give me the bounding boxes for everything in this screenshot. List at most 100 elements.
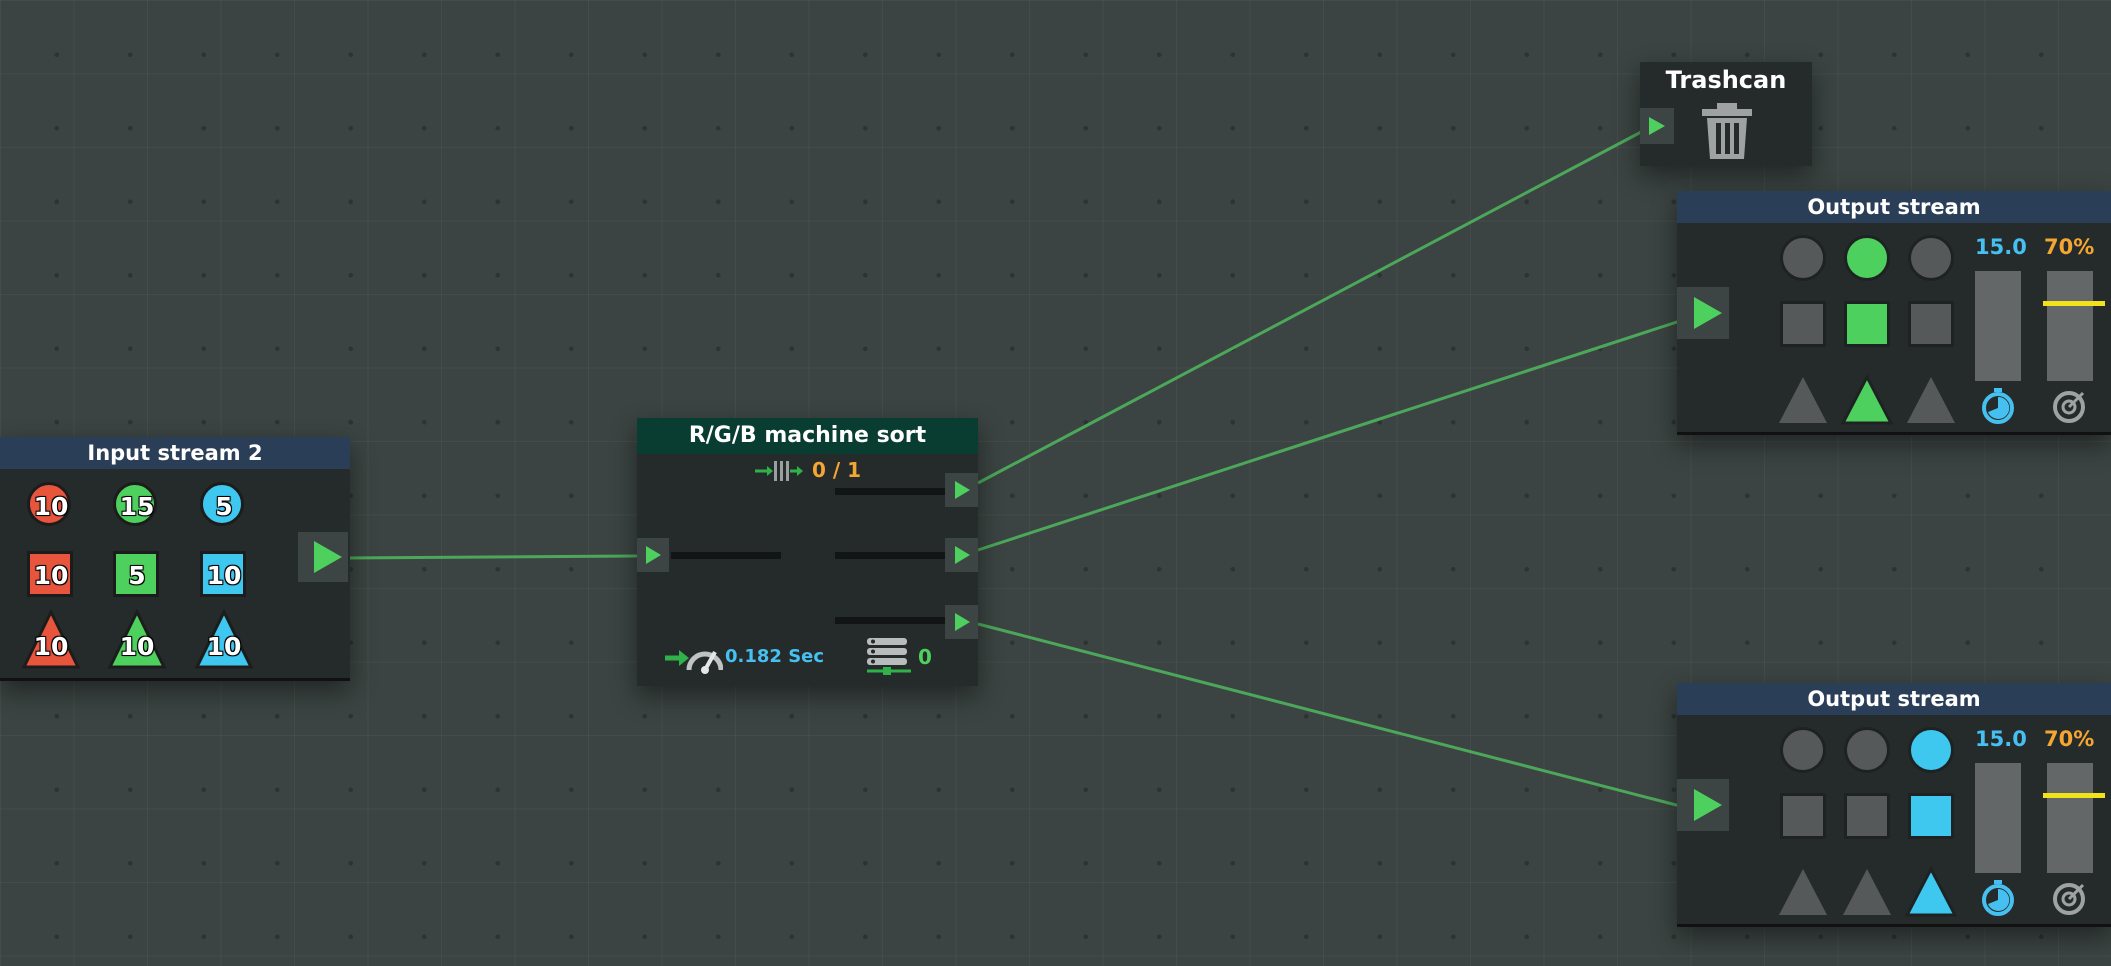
play-arrow-icon [955, 481, 970, 499]
output-stream-title-1: Output stream [1677, 191, 2111, 223]
input-stream-node[interactable]: Input stream 2 10 15 5 10 5 10 10 10 10 [0, 437, 350, 681]
output-slot-2 [835, 552, 945, 559]
green-circle-item: 15 [109, 478, 165, 534]
quality-threshold-1 [2043, 301, 2105, 306]
red-square-item: 10 [23, 547, 79, 603]
output-stream-node-2[interactable]: Output stream 15.0 70% [1677, 683, 2111, 927]
triangle-slot-1 [1779, 869, 1827, 915]
triangle-slot-3 [1907, 377, 1955, 423]
red-triangle-item: 10 [21, 608, 81, 671]
blue-circle-item: 5 [196, 478, 252, 534]
blue-triangle-icon [194, 608, 254, 669]
quality-bar-2 [2043, 763, 2105, 873]
input-stream-title: Input stream 2 [0, 437, 350, 469]
quality-bar-1 [2043, 271, 2105, 381]
green-circle-icon [113, 482, 157, 526]
green-square-count: 5 [128, 560, 146, 590]
wire-machine-to-output-green [977, 319, 1681, 552]
blue-triangle-item: 10 [194, 608, 254, 671]
green-triangle-count: 10 [119, 631, 155, 661]
rgb-machine-sort-node[interactable]: R/G/B machine sort 0 / 1 0.182 Sec [637, 418, 978, 686]
wire-machine-to-output-blue [977, 622, 1681, 808]
machine-speed: 0.182 Sec [725, 646, 825, 667]
output-rate-2: 15.0 [1975, 727, 2027, 751]
trashcan-title: Trashcan [1665, 66, 1787, 94]
red-triangle-icon [21, 608, 81, 669]
machine-input-port[interactable] [637, 538, 669, 572]
square-slot-2 [1844, 301, 1890, 347]
input-slot [671, 552, 781, 559]
triangle-slot-1 [1779, 377, 1827, 423]
output-slot-3 [835, 617, 945, 624]
square-slot-2 [1844, 793, 1890, 839]
circle-slot-1 [1780, 727, 1826, 773]
circle-slot-2 [1844, 727, 1890, 773]
red-square-icon [27, 551, 73, 597]
triangle-slot-2 [1843, 869, 1891, 915]
trashcan-input-port[interactable] [1640, 108, 1674, 144]
queue-icon [755, 461, 803, 481]
rate-bar-2 [1975, 763, 2021, 873]
blue-circle-count: 5 [215, 491, 233, 521]
circle-slot-1 [1780, 235, 1826, 281]
play-arrow-icon [1694, 789, 1722, 821]
play-arrow-icon [1649, 117, 1665, 135]
machine-output-port-2[interactable] [945, 538, 978, 572]
play-arrow-icon [646, 546, 661, 564]
square-slot-1 [1780, 301, 1826, 347]
output-stream-title-2: Output stream [1677, 683, 2111, 715]
wire-input-to-machine [343, 554, 641, 560]
machine-output-port-3[interactable] [945, 605, 978, 639]
red-circle-count: 10 [33, 491, 69, 521]
machine-storage-count: 0 [918, 645, 932, 669]
wire-machine-to-trashcan [977, 129, 1644, 485]
square-slot-3 [1908, 793, 1954, 839]
target-icon [2053, 883, 2085, 915]
output-rate-1: 15.0 [1975, 235, 2027, 259]
red-circle-item: 10 [23, 478, 79, 534]
quality-threshold-2 [2043, 793, 2105, 798]
green-triangle-item: 10 [107, 608, 167, 671]
circle-slot-2 [1844, 235, 1890, 281]
play-arrow-icon [955, 613, 970, 631]
green-circle-count: 15 [119, 491, 155, 521]
input-stream-output-port[interactable] [298, 532, 348, 582]
circle-slot-3 [1908, 727, 1954, 773]
queue-count: 0 / 1 [812, 458, 862, 482]
trashcan-node[interactable]: Trashcan [1640, 62, 1812, 166]
triangle-slot-2 [1841, 375, 1893, 425]
output-stream-node-1[interactable]: Output stream 15.0 70% [1677, 191, 2111, 435]
output-quality-2: 70% [2044, 727, 2095, 751]
play-arrow-icon [1694, 297, 1722, 329]
output-stream-input-port-2[interactable] [1677, 779, 1729, 831]
rate-bar-1 [1975, 271, 2021, 381]
red-triangle-count: 10 [33, 631, 69, 661]
green-square-item: 5 [109, 547, 165, 603]
red-square-count: 10 [33, 560, 69, 590]
target-icon [2053, 391, 2085, 423]
output-slot-1 [835, 488, 945, 495]
blue-square-item: 10 [196, 547, 252, 603]
blue-triangle-count: 10 [206, 631, 242, 661]
triangle-slot-3 [1905, 867, 1957, 917]
square-slot-1 [1780, 793, 1826, 839]
stopwatch-icon [1982, 880, 2014, 916]
blue-square-count: 10 [206, 560, 242, 590]
storage-icon [867, 638, 911, 675]
blue-circle-icon [200, 482, 244, 526]
blue-square-icon [200, 551, 246, 597]
circle-slot-3 [1908, 235, 1954, 281]
machine-output-port-1[interactable] [945, 473, 978, 507]
play-arrow-icon [314, 541, 342, 573]
output-stream-input-port-1[interactable] [1677, 287, 1729, 339]
play-arrow-icon [955, 546, 970, 564]
green-triangle-icon [107, 608, 167, 669]
square-slot-3 [1908, 301, 1954, 347]
stopwatch-icon [1982, 388, 2014, 424]
red-circle-icon [27, 482, 71, 526]
speedometer-icon [665, 650, 723, 674]
output-quality-1: 70% [2044, 235, 2095, 259]
green-square-icon [113, 551, 159, 597]
trash-icon [1702, 103, 1752, 159]
